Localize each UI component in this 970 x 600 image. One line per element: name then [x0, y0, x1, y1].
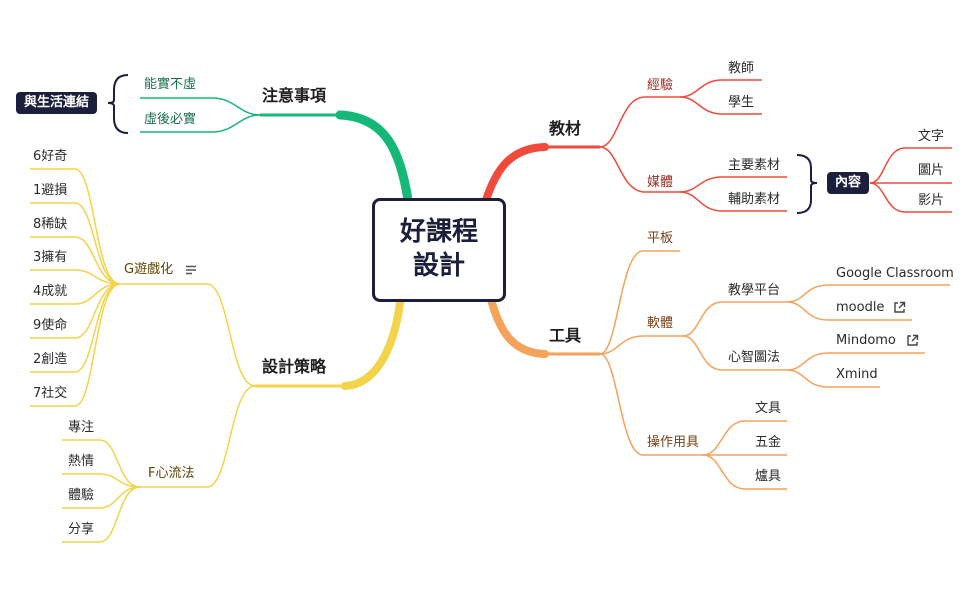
notes-item[interactable]: 能實不虛 [144, 77, 197, 92]
branch-line-tools [488, 299, 549, 358]
branch-line-notes [335, 110, 413, 205]
leaf-gamify[interactable]: 4成就 [33, 284, 68, 299]
topic-tools[interactable]: 工具 [549, 326, 582, 345]
central-topic[interactable]: 好課程 設計 [372, 198, 506, 302]
subtopic-gamification[interactable]: G遊戲化 [124, 262, 174, 277]
leaf-gamify[interactable]: 6好奇 [33, 149, 68, 164]
subtopic-flow[interactable]: F心流法 [148, 466, 195, 481]
leaf-text[interactable]: 文字 [918, 129, 945, 144]
leaf-stove[interactable]: 爐具 [755, 469, 782, 484]
leaf-flow[interactable]: 專注 [68, 420, 95, 435]
leaf-xmind[interactable]: Xmind [836, 367, 878, 382]
external-link-icon[interactable] [906, 334, 919, 347]
central-title-line2: 設計 [412, 251, 465, 281]
leaf-video[interactable]: 影片 [918, 193, 945, 208]
notes-item[interactable]: 虛後必實 [144, 112, 197, 127]
leaf-gamify[interactable]: 2創造 [33, 352, 68, 367]
subtopic-mind-map[interactable]: 心智圖法 [728, 350, 781, 365]
subtopic-tablet[interactable]: 平板 [647, 231, 674, 246]
leaf-google-classroom[interactable]: Google Classroom [836, 266, 954, 281]
subtopic-software[interactable]: 軟體 [647, 316, 674, 331]
subtopic-teaching-platform[interactable]: 教學平台 [728, 283, 781, 298]
leaf-flow[interactable]: 熱情 [68, 454, 95, 469]
leaf-student[interactable]: 學生 [728, 95, 755, 110]
topic-materials[interactable]: 教材 [549, 119, 582, 138]
leaf-stationery[interactable]: 文具 [755, 401, 782, 416]
leaf-moodle[interactable]: moodle [836, 300, 885, 315]
subtopic-hands-on[interactable]: 操作用具 [647, 435, 700, 450]
leaf-gamify[interactable]: 8稀缺 [33, 217, 68, 232]
leaf-aux-material[interactable]: 輔助素材 [728, 192, 781, 207]
leaf-mindomo[interactable]: Mindomo [836, 333, 896, 348]
subtopic-media[interactable]: 媒體 [647, 175, 674, 190]
leaf-teacher[interactable]: 教師 [728, 61, 755, 76]
leaf-flow[interactable]: 分享 [68, 522, 95, 537]
content-summary-bracket [796, 154, 818, 214]
notes-summary-bracket [107, 74, 129, 134]
subtopic-experience[interactable]: 經驗 [647, 78, 674, 93]
leaf-gamify[interactable]: 3擁有 [33, 250, 68, 265]
leaf-gamify[interactable]: 7社交 [33, 386, 68, 401]
leaf-image[interactable]: 圖片 [918, 163, 945, 178]
branch-line-strategy [341, 299, 404, 390]
topic-notes[interactable]: 注意事項 [262, 86, 327, 105]
central-title-line1: 好課程 [399, 217, 478, 248]
leaf-hardware[interactable]: 五金 [755, 435, 782, 450]
notes-icon[interactable] [185, 264, 197, 276]
external-link-icon[interactable] [893, 301, 906, 314]
leaf-main-material[interactable]: 主要素材 [728, 158, 781, 173]
summary-live-connection[interactable]: 與生活連結 [16, 92, 98, 114]
branch-line-materials [482, 143, 549, 204]
topic-strategy[interactable]: 設計策略 [262, 357, 327, 376]
leaf-gamify[interactable]: 1避損 [33, 183, 68, 198]
summary-content[interactable]: 內容 [827, 172, 870, 194]
leaf-flow[interactable]: 體驗 [68, 488, 95, 503]
leaf-gamify[interactable]: 9使命 [33, 318, 68, 333]
